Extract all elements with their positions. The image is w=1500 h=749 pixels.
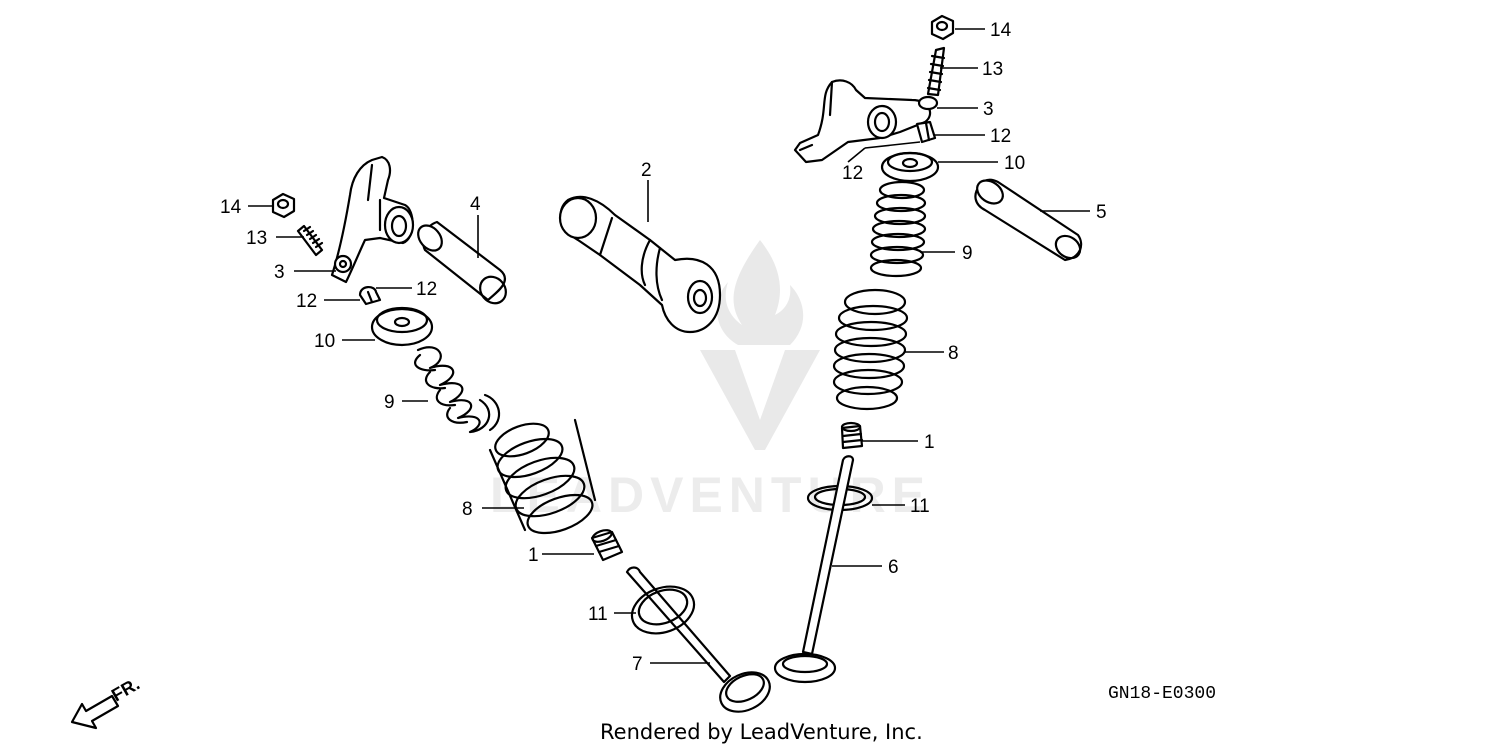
front-arrow-icon xyxy=(70,694,120,730)
rocker-arm-left xyxy=(330,155,415,284)
rocker-arm-right xyxy=(793,79,939,164)
callout-left-14: 14 xyxy=(220,197,242,218)
valve-cotters-left xyxy=(358,286,382,306)
callout-labels: 14 13 3 12 12 10 9 8 1 11 7 4 2 14 13 3 … xyxy=(220,20,1107,675)
right-valve-assembly xyxy=(773,14,1083,684)
lock-nut-left xyxy=(271,192,296,219)
rocker-shaft-left xyxy=(417,220,507,305)
callout-left-10: 10 xyxy=(314,331,335,352)
watermark-v-logo-icon xyxy=(700,350,820,450)
callout-right-10: 10 xyxy=(1004,153,1025,174)
inner-valve-spring-left xyxy=(414,346,501,434)
outer-valve-spring-right xyxy=(832,288,909,411)
callout-right-12b: 12 xyxy=(842,163,863,184)
valve-cotters-right xyxy=(915,120,937,144)
callout-right-1: 1 xyxy=(924,432,935,453)
inner-valve-spring-right xyxy=(869,180,927,278)
callout-right-6: 6 xyxy=(888,557,899,578)
callout-left-4: 4 xyxy=(470,194,481,215)
adjusting-screw-right xyxy=(926,46,946,97)
callout-right-12a: 12 xyxy=(990,126,1011,147)
callout-left-3: 3 xyxy=(274,262,285,283)
callout-left-11: 11 xyxy=(588,604,608,625)
lock-nut-right xyxy=(930,14,955,41)
callout-left-13: 13 xyxy=(246,228,267,249)
callout-left-9: 9 xyxy=(384,392,395,413)
callout-right-14: 14 xyxy=(990,20,1012,41)
callout-right-9: 9 xyxy=(962,243,973,264)
diagram-code: GN18-E0300 xyxy=(1108,684,1216,704)
valve-stem-seal-left xyxy=(590,529,624,562)
left-valve-assembly xyxy=(271,155,771,713)
valve-stem-seal-right xyxy=(840,421,864,450)
callout-left-1: 1 xyxy=(528,545,539,566)
callout-right-13: 13 xyxy=(982,59,1003,80)
exhaust-valve xyxy=(625,566,771,713)
footer-credit: Rendered by LeadVenture, Inc. xyxy=(600,720,923,744)
callout-right-11: 11 xyxy=(910,496,930,517)
callout-left-8: 8 xyxy=(462,499,473,520)
callout-right-5: 5 xyxy=(1096,202,1107,223)
spring-seat-washer-left xyxy=(630,585,696,635)
intake-valve xyxy=(773,455,855,684)
spring-retainer-right xyxy=(880,151,940,183)
rocker-shaft-right xyxy=(974,178,1083,262)
camshaft xyxy=(558,195,722,334)
callout-left-7: 7 xyxy=(632,654,643,675)
outer-valve-spring-left xyxy=(488,418,597,535)
callout-camshaft-2: 2 xyxy=(641,160,652,181)
spring-retainer-left xyxy=(370,306,434,347)
callout-left-12b: 12 xyxy=(416,279,437,300)
leader-lines xyxy=(248,28,1090,664)
watermark-flame-icon xyxy=(717,240,804,345)
callout-right-3: 3 xyxy=(983,99,994,120)
callout-right-8: 8 xyxy=(948,343,959,364)
front-direction-indicator: FR. xyxy=(70,674,143,730)
adjusting-screw-left xyxy=(296,224,324,257)
callout-left-12a: 12 xyxy=(296,291,317,312)
